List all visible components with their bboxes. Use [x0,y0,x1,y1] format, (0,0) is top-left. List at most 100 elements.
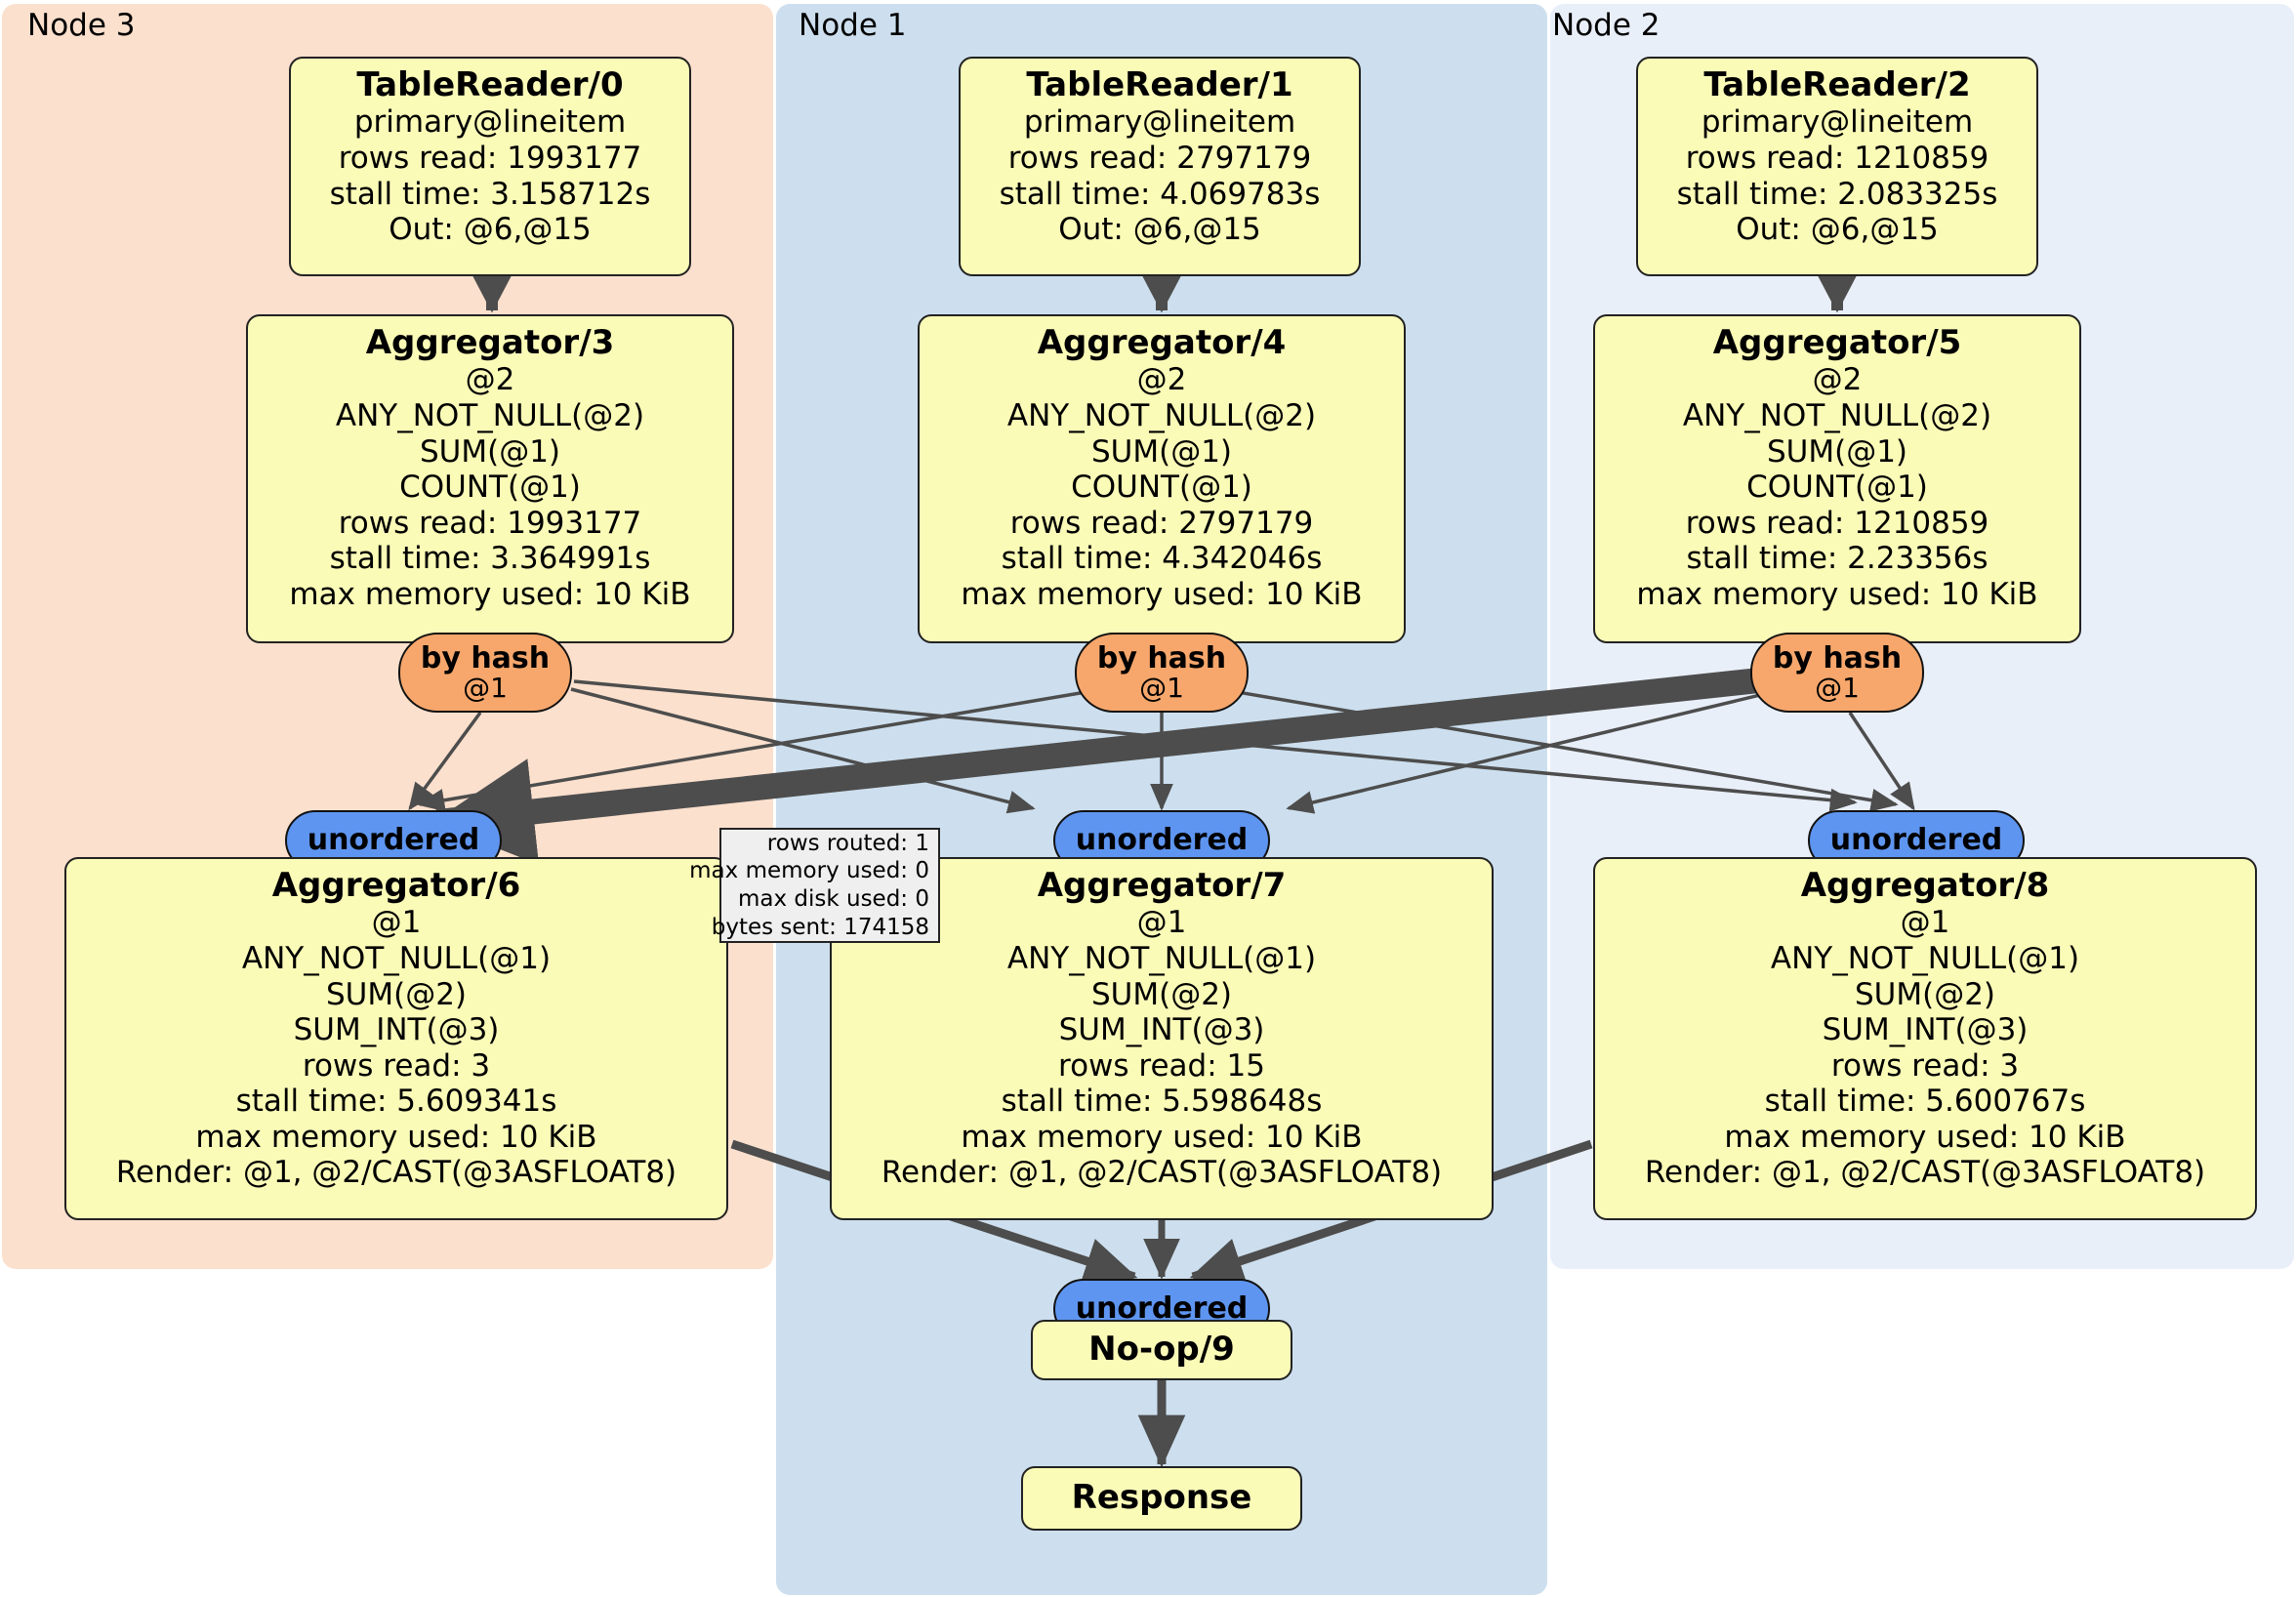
processor-line: SUM(@2) [1854,976,1996,1012]
processor-table-reader-2[interactable]: TableReader/2 primary@lineitem rows read… [1636,57,2038,276]
processor-line: Render: @1, @2/CAST(@3ASFLOAT8) [881,1155,1443,1191]
processor-line: @2 [1136,362,1187,398]
processor-line: max memory used: 10 KiB [195,1119,597,1155]
processor-line: max memory used: 10 KiB [961,576,1363,612]
processor-line: Out: @6,@15 [1736,212,1939,248]
processor-line: @1 [1900,905,1950,941]
processor-line: stall time: 3.364991s [329,541,651,577]
router-by-hash-3[interactable]: by hash @1 [398,633,572,713]
processor-line: Render: @1, @2/CAST(@3ASFLOAT8) [1644,1155,2206,1191]
processor-line: @1 [1136,905,1187,941]
router-by-hash-4[interactable]: by hash @1 [1075,633,1249,713]
processor-line: stall time: 5.609341s [235,1084,557,1120]
processor-aggregator-5[interactable]: Aggregator/5 @2 ANY_NOT_NULL(@2) SUM(@1)… [1593,314,2081,643]
processor-line: @1 [371,905,422,941]
processor-line: stall time: 5.600767s [1764,1084,2086,1120]
processor-line: stall time: 2.23356s [1686,541,1988,577]
processor-title: Aggregator/7 [1037,866,1287,905]
processor-line: stall time: 4.342046s [1001,541,1323,577]
processor-line: SUM_INT(@3) [1058,1012,1265,1048]
processor-line: COUNT(@1) [1071,470,1252,506]
processor-line: SUM(@1) [419,433,561,470]
processor-line: rows read: 1993177 [338,505,642,541]
cluster-label-node-1: Node 1 [799,8,907,43]
router-column: @1 [463,672,508,705]
processor-line: rows read: 1210859 [1685,141,1989,177]
processor-title: Aggregator/6 [271,866,521,905]
cluster-label-node-2: Node 2 [1552,8,1660,43]
processor-line: rows read: 3 [302,1047,491,1084]
processor-aggregator-7[interactable]: Aggregator/7 @1 ANY_NOT_NULL(@1) SUM(@2)… [830,857,1494,1220]
processor-title: No-op/9 [1088,1330,1235,1370]
cluster-label-node-3: Node 3 [27,8,136,43]
processor-line: stall time: 5.598648s [1001,1084,1323,1120]
processor-aggregator-4[interactable]: Aggregator/4 @2 ANY_NOT_NULL(@2) SUM(@1)… [918,314,1406,643]
processor-line: @2 [465,362,515,398]
processor-line: COUNT(@1) [1746,470,1928,506]
processor-aggregator-3[interactable]: Aggregator/3 @2 ANY_NOT_NULL(@2) SUM(@1)… [246,314,734,643]
router-label: by hash [1096,640,1227,676]
router-label: unordered [1075,823,1249,858]
stats-line: max disk used: 0 [737,886,929,912]
router-label: unordered [1829,823,2003,858]
router-column: @1 [1815,672,1860,705]
processor-line: @2 [1812,362,1863,398]
stats-line: max memory used: 0 [689,858,929,884]
processor-line: max memory used: 10 KiB [1724,1119,2126,1155]
router-label: unordered [1075,1291,1249,1327]
processor-line: SUM(@2) [1090,976,1233,1012]
processor-line: primary@lineitem [353,104,627,141]
edge-stats-box: rows routed: 1 max memory used: 0 max di… [689,828,940,943]
processor-title: Aggregator/5 [1712,323,1962,362]
processor-line: ANY_NOT_NULL(@2) [1006,398,1317,434]
processor-line: SUM(@1) [1090,433,1233,470]
processor-line: max memory used: 10 KiB [289,576,691,612]
processor-line: stall time: 3.158712s [329,176,651,212]
processor-line: ANY_NOT_NULL(@1) [241,941,552,977]
processor-line: max memory used: 10 KiB [1636,576,2038,612]
processor-line: SUM_INT(@3) [293,1012,500,1048]
processor-title: TableReader/0 [356,65,624,104]
processor-line: rows read: 15 [1058,1047,1265,1084]
processor-line: Render: @1, @2/CAST(@3ASFLOAT8) [115,1155,677,1191]
router-column: @1 [1139,672,1184,705]
router-label: by hash [1772,640,1903,676]
processor-line: rows read: 1210859 [1685,505,1989,541]
processor-line: max memory used: 10 KiB [961,1119,1363,1155]
processor-line: SUM(@2) [325,976,468,1012]
stats-line: rows routed: 1 [766,830,929,856]
processor-line: ANY_NOT_NULL(@1) [1006,941,1317,977]
processor-title: Aggregator/8 [1800,866,2050,905]
processor-line: stall time: 2.083325s [1676,176,1998,212]
processor-line: primary@lineitem [1701,104,1974,141]
processor-no-op-9[interactable]: No-op/9 [1031,1320,1292,1380]
router-by-hash-5[interactable]: by hash @1 [1750,633,1924,713]
processor-line: primary@lineitem [1023,104,1296,141]
processor-title: Response [1071,1478,1252,1518]
processor-aggregator-6[interactable]: Aggregator/6 @1 ANY_NOT_NULL(@1) SUM(@2)… [64,857,728,1220]
processor-line: rows read: 2797179 [1009,505,1314,541]
processor-line: COUNT(@1) [399,470,581,506]
processor-line: SUM_INT(@3) [1822,1012,2029,1048]
processor-aggregator-8[interactable]: Aggregator/8 @1 ANY_NOT_NULL(@1) SUM(@2)… [1593,857,2257,1220]
processor-line: Out: @6,@15 [389,212,592,248]
processor-line: rows read: 1993177 [338,141,642,177]
router-unordered-8[interactable]: unordered [1808,810,2025,871]
processor-title: Aggregator/4 [1037,323,1287,362]
processor-line: ANY_NOT_NULL(@1) [1770,941,2080,977]
processor-response[interactable]: Response [1021,1466,1302,1531]
processor-line: ANY_NOT_NULL(@2) [1682,398,1992,434]
processor-title: TableReader/2 [1703,65,1971,104]
processor-line: stall time: 4.069783s [999,176,1321,212]
processor-title: Aggregator/3 [365,323,615,362]
stats-line: bytes sent: 174158 [711,914,929,940]
processor-line: Out: @6,@15 [1058,212,1261,248]
processor-table-reader-0[interactable]: TableReader/0 primary@lineitem rows read… [289,57,691,276]
processor-line: SUM(@1) [1766,433,1908,470]
processor-line: ANY_NOT_NULL(@2) [335,398,645,434]
router-label: unordered [307,823,480,858]
processor-table-reader-1[interactable]: TableReader/1 primary@lineitem rows read… [959,57,1361,276]
processor-title: TableReader/1 [1026,65,1293,104]
processor-line: rows read: 3 [1830,1047,2020,1084]
